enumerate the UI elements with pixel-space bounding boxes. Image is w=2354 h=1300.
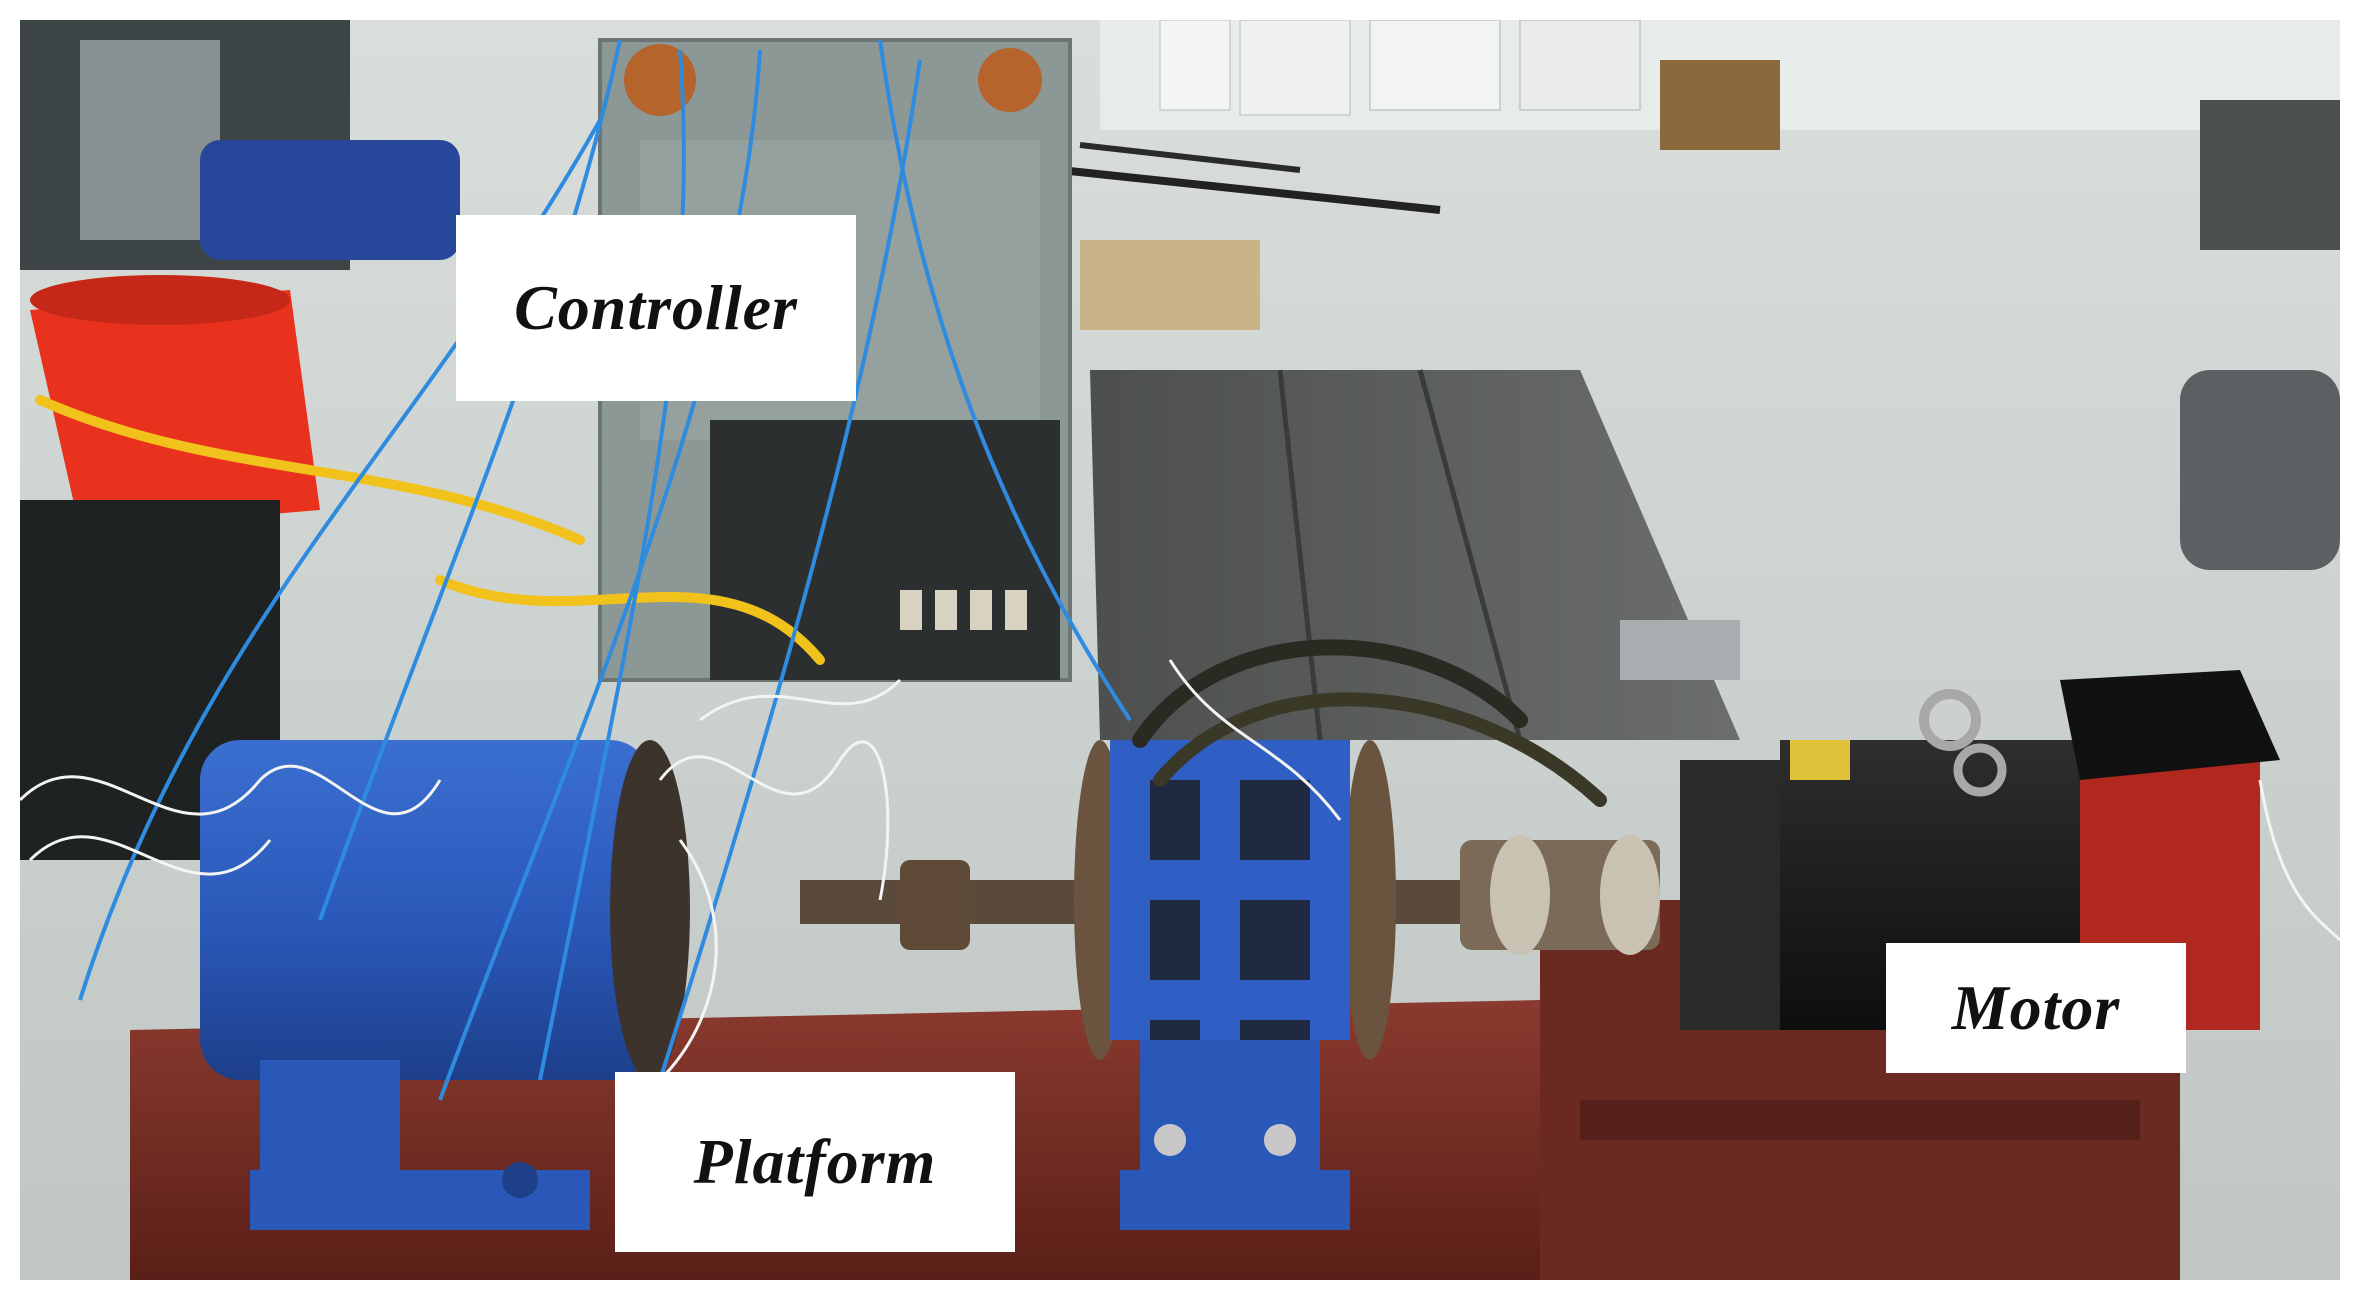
test-bench-photo bbox=[20, 20, 2340, 1280]
motor-terminal-box bbox=[2060, 670, 2280, 780]
cable-bundle bbox=[35, 395, 1607, 807]
machine-part-background bbox=[2180, 370, 2340, 570]
motor-label: Motor bbox=[1886, 943, 2186, 1073]
equipment-cabinet bbox=[1239, 20, 1351, 116]
equipment-cabinet bbox=[1519, 20, 1641, 111]
bearing-support-leg bbox=[1140, 1040, 1320, 1190]
drum-support-leg bbox=[260, 1060, 400, 1190]
steel-test-table bbox=[1090, 370, 1740, 740]
machine-base-background bbox=[2200, 100, 2340, 250]
drum-end-flange bbox=[610, 740, 690, 1080]
photo-scene bbox=[20, 20, 2340, 1280]
platform-drum bbox=[200, 740, 650, 1080]
motor-mount-bracket bbox=[1620, 620, 1740, 680]
platform-label: Platform bbox=[615, 1072, 1015, 1252]
motor-nameplate bbox=[1790, 740, 1850, 780]
motor-label-text: Motor bbox=[1951, 972, 2121, 1043]
equipment-cabinet bbox=[1369, 20, 1501, 111]
steel-rod bbox=[1059, 166, 1441, 214]
equipment-cabinet bbox=[1159, 20, 1231, 111]
copper-coil bbox=[624, 44, 696, 116]
steel-rod bbox=[1079, 142, 1301, 173]
controller-label-text: Controller bbox=[514, 272, 798, 343]
white-thermocouple-wires bbox=[20, 659, 2340, 1082]
shaft-coupling bbox=[900, 860, 970, 950]
bearing-cage-bars bbox=[1110, 740, 1350, 1040]
controller-label: Controller bbox=[456, 215, 856, 401]
platform-label-text: Platform bbox=[693, 1126, 937, 1197]
drum-foot bbox=[250, 1170, 590, 1230]
lifting-eye bbox=[1953, 743, 2007, 797]
controller-terminal-block bbox=[710, 420, 1060, 680]
background-window bbox=[80, 40, 220, 240]
lifting-eye bbox=[1919, 689, 1981, 751]
copper-coil bbox=[978, 48, 1042, 112]
wooden-crate bbox=[1660, 60, 1780, 150]
wooden-board bbox=[1080, 240, 1260, 330]
bearing-flange-right bbox=[1344, 740, 1396, 1060]
bearing-foot bbox=[1120, 1170, 1350, 1230]
red-bucket-rim bbox=[30, 275, 290, 325]
red-bucket bbox=[30, 290, 320, 530]
spare-motor bbox=[200, 140, 460, 260]
terminal-fuses bbox=[900, 590, 1027, 630]
